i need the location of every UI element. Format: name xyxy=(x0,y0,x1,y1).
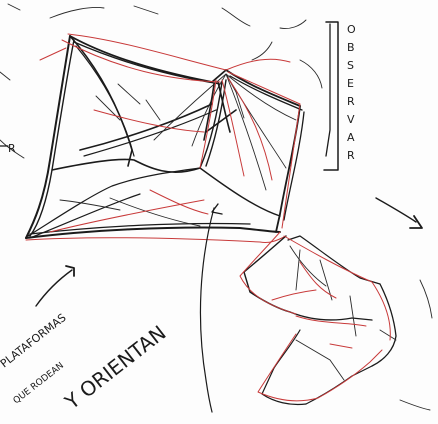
observar-letter-5: R xyxy=(347,95,355,108)
observar-letter-3: S xyxy=(347,59,354,72)
observar-letter-8: R xyxy=(347,149,355,162)
secondary-volume-red-overlay xyxy=(240,232,390,401)
left-edge-fragment: R xyxy=(0,142,16,155)
observar-letter-7: A xyxy=(347,131,355,144)
handwritten-note: PLATAFORMAS QUE RODEAN Y ORIENTAN xyxy=(0,311,170,415)
arrow-upward xyxy=(36,270,72,306)
observar-letter-2: B xyxy=(347,41,355,54)
arrow-right xyxy=(376,198,416,222)
observar-letter-4: E xyxy=(347,77,354,90)
observar-letter-1: O xyxy=(347,23,356,36)
observar-letter-6: V xyxy=(347,113,355,126)
observar-annotation: O B S E R V A R xyxy=(324,22,356,170)
left-fragment-letter: R xyxy=(8,142,16,155)
note-line-y-orientan: Y ORIENTAN xyxy=(60,321,171,415)
bottom-right-strokes xyxy=(400,280,432,410)
top-stray-strokes xyxy=(0,4,322,158)
secondary-volume xyxy=(244,236,396,405)
note-line-que-rodean: QUE RODEAN xyxy=(12,361,66,406)
long-curve xyxy=(200,208,214,412)
